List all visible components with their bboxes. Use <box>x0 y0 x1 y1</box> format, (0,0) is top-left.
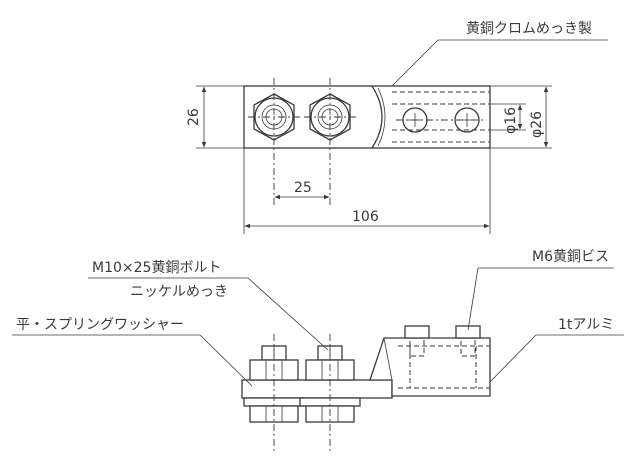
plate-label: 1tアルミ <box>558 317 614 333</box>
hex-nut-1 <box>248 78 300 205</box>
terminal-tongue <box>241 379 393 399</box>
material-label: 黄銅クロムめっき製 <box>466 20 592 37</box>
dim-outer-dia: φ26 <box>529 111 545 138</box>
terminal-body-outline <box>243 85 491 149</box>
top-view <box>196 39 608 234</box>
screw-head-2 <box>455 325 481 357</box>
bolt-finish-label: ニッケルめっき <box>130 284 228 300</box>
bolt-spec-label: M10×25黄銅ボルト <box>92 259 221 276</box>
bolt-assembly-1 <box>243 334 305 454</box>
screw-head-1 <box>404 325 430 357</box>
hex-nut-2 <box>304 78 356 205</box>
dim-length: 106 <box>352 209 379 225</box>
side-view <box>12 267 624 454</box>
dim-pitch: 25 <box>294 180 312 196</box>
dim-height: 26 <box>186 108 202 126</box>
screw-label: M6黄銅ビス <box>532 248 609 265</box>
dim-hole-dia: φ16 <box>503 107 519 134</box>
bolt-assembly-2 <box>299 334 361 454</box>
washer-label: 平・スプリングワッシャー <box>16 317 184 333</box>
barrel-transition <box>371 85 383 149</box>
